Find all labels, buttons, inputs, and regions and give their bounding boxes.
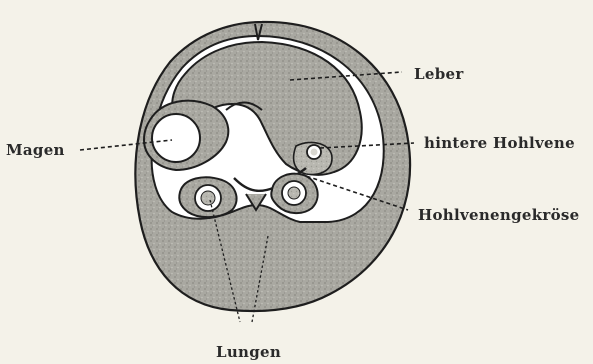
label-leber: Leber: [414, 65, 464, 83]
label-magen: Magen: [6, 141, 65, 159]
stomach-lumen: [152, 114, 200, 162]
left-lung-core: [201, 191, 215, 205]
label-lungen: Lungen: [216, 343, 281, 361]
label-hohlvenengekroese: Hohlvenengekröse: [418, 206, 580, 224]
posterior-vena-cava-inner: [311, 149, 318, 156]
label-hintere-hohlvene: hintere Hohlvene: [424, 134, 575, 152]
right-lung-core: [288, 187, 300, 199]
